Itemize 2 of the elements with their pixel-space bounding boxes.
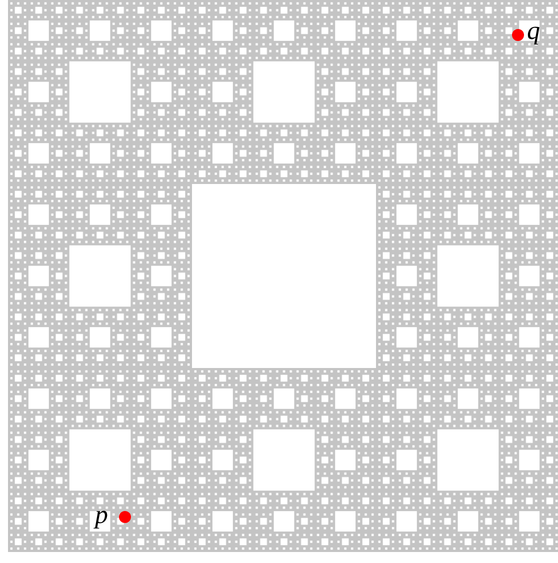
- point-label: p: [95, 502, 108, 528]
- point-label: q: [527, 18, 540, 44]
